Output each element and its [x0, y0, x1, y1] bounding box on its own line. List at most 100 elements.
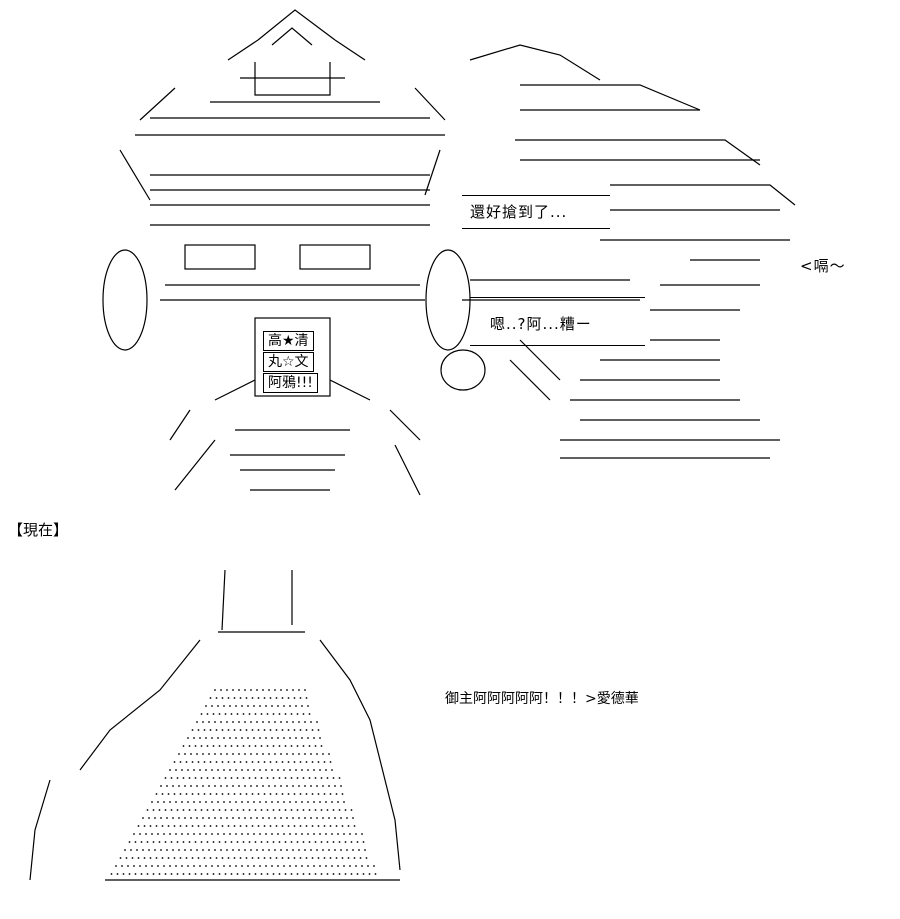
- shading-dot: [269, 857, 272, 859]
- shading-dot: [353, 825, 356, 827]
- shading-dot: [293, 857, 296, 859]
- shading-dot: [197, 729, 200, 731]
- shading-dot: [251, 697, 254, 699]
- shading-dot: [230, 841, 233, 843]
- shading-dot: [221, 793, 224, 795]
- shading-dot: [287, 729, 290, 731]
- shading-dot: [311, 825, 314, 827]
- shading-dot: [266, 745, 269, 747]
- shading-dot: [278, 841, 281, 843]
- shading-dot: [305, 697, 308, 699]
- shading-dot: [151, 833, 153, 835]
- shading-dot: [205, 801, 207, 803]
- shading-dot: [275, 857, 278, 859]
- shading-dot: [212, 841, 215, 843]
- shading-dot: [185, 761, 188, 763]
- shading-dot: [248, 841, 251, 843]
- shading-dot: [242, 873, 245, 875]
- shading-dot: [190, 753, 192, 755]
- shading-dot: [151, 801, 153, 803]
- shading-dot: [266, 841, 269, 843]
- shading-dot: [245, 729, 248, 731]
- shading-dot: [247, 705, 249, 707]
- shading-dot: [268, 817, 270, 819]
- shading-dot: [359, 857, 362, 859]
- shading-dot: [215, 793, 218, 795]
- shading-dot: [196, 785, 198, 787]
- shading-dot: [253, 705, 255, 707]
- shading-dot: [205, 833, 207, 835]
- shading-dot: [343, 865, 345, 867]
- shading-dot: [268, 785, 270, 787]
- shading-dot: [298, 721, 300, 723]
- shading-dot: [217, 865, 219, 867]
- shading-dot: [239, 697, 242, 699]
- shading-dot: [241, 801, 243, 803]
- shading-dot: [167, 825, 170, 827]
- shading-dot: [293, 729, 296, 731]
- shading-dot: [296, 809, 299, 811]
- shading-dot: [230, 873, 233, 875]
- shading-dot: [271, 801, 273, 803]
- shading-dot: [332, 809, 335, 811]
- shading-dot: [311, 857, 314, 859]
- shading-dot: [251, 729, 254, 731]
- shading-dot: [160, 785, 162, 787]
- shading-dot: [319, 737, 321, 739]
- shading-dot: [341, 857, 344, 859]
- shading-dot: [304, 817, 306, 819]
- shading-dot: [307, 801, 309, 803]
- shout-line: 御主阿阿阿阿阿！！！>愛德華: [445, 691, 639, 707]
- shading-dot: [211, 705, 213, 707]
- shading-dot: [257, 825, 260, 827]
- shading-dot: [367, 865, 369, 867]
- shading-dot: [299, 825, 302, 827]
- shading-dot: [319, 833, 321, 835]
- shading-dot: [224, 713, 227, 715]
- shading-dot: [197, 793, 200, 795]
- shading-dot: [260, 713, 263, 715]
- shading-dot: [251, 825, 254, 827]
- shading-dot: [295, 769, 297, 771]
- shading-dot: [299, 729, 302, 731]
- shading-dot: [209, 697, 212, 699]
- shading-dot: [308, 713, 311, 715]
- shading-dot: [172, 785, 174, 787]
- shading-dot: [250, 817, 252, 819]
- shading-dot: [373, 865, 375, 867]
- shading-dot: [179, 825, 182, 827]
- shading-dot: [281, 761, 284, 763]
- shading-dot: [242, 777, 245, 779]
- shading-dot: [193, 737, 195, 739]
- shading-dot: [260, 745, 263, 747]
- shading-dot: [298, 849, 300, 851]
- shading-dot: [232, 817, 234, 819]
- shading-dot: [211, 769, 213, 771]
- shading-dot: [239, 825, 242, 827]
- shading-dot: [241, 769, 243, 771]
- shading-dot: [229, 737, 231, 739]
- shading-dot: [302, 841, 305, 843]
- shading-dot: [223, 705, 225, 707]
- shading-dot: [221, 761, 224, 763]
- shading-dot: [221, 729, 224, 731]
- shading-dot: [322, 785, 324, 787]
- shading-dot: [253, 801, 255, 803]
- shading-dot: [257, 729, 260, 731]
- shading-dot: [263, 793, 266, 795]
- shading-dot: [317, 857, 320, 859]
- shading-dot: [211, 801, 213, 803]
- shading-dot: [334, 849, 336, 851]
- shading-dot: [178, 785, 180, 787]
- shading-dot: [233, 761, 236, 763]
- shading-dot: [286, 849, 288, 851]
- shading-dot: [296, 841, 299, 843]
- shading-dot: [269, 793, 272, 795]
- shading-dot: [242, 745, 245, 747]
- shading-dot: [314, 745, 317, 747]
- shading-dot: [286, 785, 288, 787]
- shading-dot: [320, 873, 323, 875]
- shading-dot: [184, 785, 186, 787]
- shading-dot: [290, 809, 293, 811]
- shading-dot: [341, 825, 344, 827]
